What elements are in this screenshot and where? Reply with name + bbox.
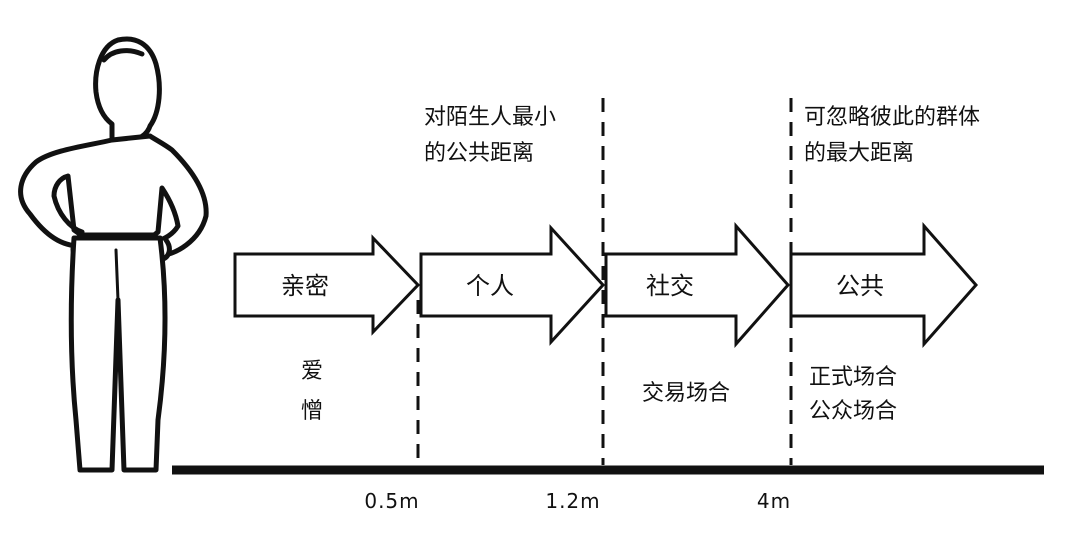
zone-label-social: 社交 <box>646 272 694 300</box>
boundary-annotation-2-line-2: 的最大距离 <box>804 141 914 166</box>
zone-arrow-personal <box>419 224 606 346</box>
zone-label-intimate: 亲密 <box>281 272 329 300</box>
boundary-annotation-2-line-1: 可忽略彼此的群体 <box>804 105 980 130</box>
zone-note-intimate-2: 憎 <box>301 399 323 424</box>
zone-label-personal: 个人 <box>466 272 514 300</box>
zone-note-public-2: 公众场合 <box>809 399 897 424</box>
zone-note-intimate-1: 爱 <box>301 359 323 384</box>
zone-label-public: 公共 <box>836 272 884 300</box>
distance-label-0: 0.5m <box>364 489 419 513</box>
standing-person-icon <box>18 36 209 473</box>
zone-arrow-social <box>604 222 790 348</box>
zone-arrow-intimate <box>233 234 421 336</box>
boundary-annotation-1-line-1: 对陌生人最小 <box>424 105 556 130</box>
boundary-annotation-1-line-2: 的公共距离 <box>424 141 534 166</box>
distance-label-2: 4m <box>757 489 791 513</box>
distance-label-1: 1.2m <box>545 489 600 513</box>
zone-note-public-1: 正式场合 <box>809 365 897 390</box>
zone-arrow-public <box>789 222 978 348</box>
zone-note-social-1: 交易场合 <box>642 381 730 406</box>
